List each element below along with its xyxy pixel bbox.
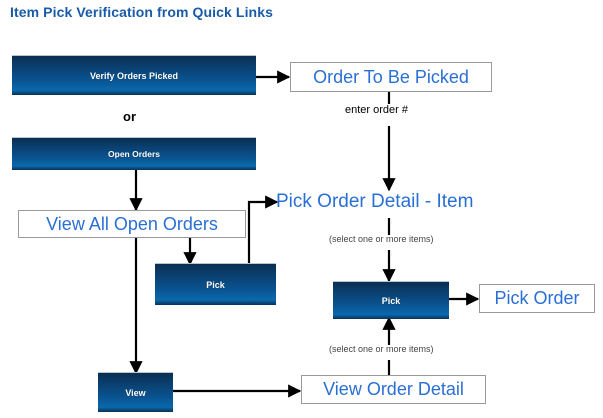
- screen-pick-order[interactable]: Pick Order: [479, 284, 595, 313]
- screen-order-to-be-picked[interactable]: Order To Be Picked: [290, 62, 492, 92]
- annotation-or: or: [123, 109, 136, 124]
- button-view[interactable]: View: [98, 372, 173, 412]
- button-pick-left[interactable]: Pick: [155, 263, 276, 305]
- annotation-enter-order-number: enter order #: [345, 104, 408, 116]
- screen-view-all-open-orders[interactable]: View All Open Orders: [18, 210, 246, 238]
- edge-pickleft-to-detail: [247, 195, 279, 263]
- screen-view-order-detail[interactable]: View Order Detail: [301, 375, 486, 404]
- button-pick-right[interactable]: Pick: [333, 281, 449, 319]
- annotation-select-items-top: (select one or more items): [329, 234, 434, 244]
- button-verify-orders-picked[interactable]: Verify Orders Picked: [12, 55, 256, 95]
- annotation-select-items-bottom: (select one or more items): [329, 344, 434, 354]
- screen-pick-order-detail-item[interactable]: Pick Order Detail - Item: [276, 191, 474, 212]
- button-open-orders[interactable]: Open Orders: [12, 137, 256, 170]
- page-title: Item Pick Verification from Quick Links: [10, 4, 273, 20]
